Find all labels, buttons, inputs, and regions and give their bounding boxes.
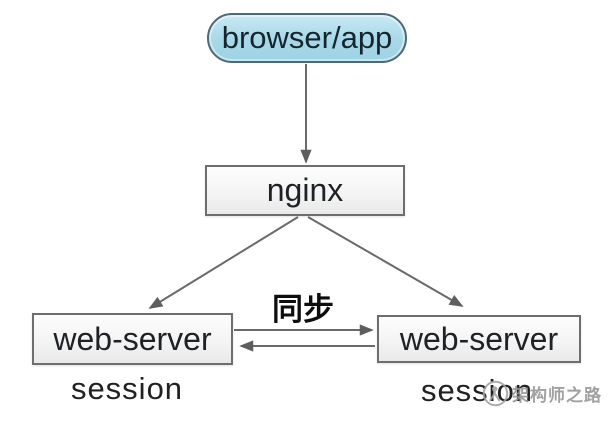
person-in-circle-logo-icon bbox=[482, 380, 509, 407]
watermark: 架构师之路 bbox=[482, 380, 602, 407]
node-web-server-left: web-server bbox=[32, 313, 233, 365]
node-nginx: nginx bbox=[205, 165, 405, 216]
arrow-nginx-to-web-server-right bbox=[307, 216, 464, 307]
label-session-right: session bbox=[420, 373, 534, 408]
arrow-nginx-to-web-server-left bbox=[148, 216, 299, 309]
node-browser-app: browser/app bbox=[207, 13, 407, 63]
watermark-text: 架构师之路 bbox=[512, 386, 602, 405]
edge-label-sync: 同步 bbox=[272, 292, 334, 327]
label-session-left: session bbox=[70, 371, 184, 406]
node-web-server-right: web-server bbox=[377, 315, 581, 363]
